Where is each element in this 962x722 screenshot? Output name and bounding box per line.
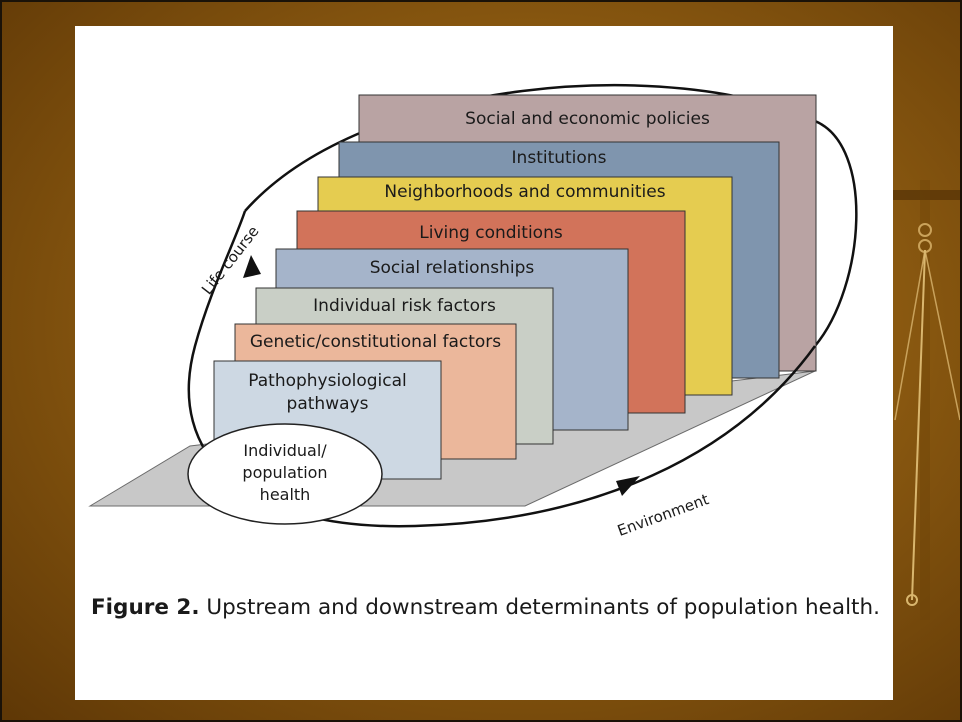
- figure-caption: Figure 2. Upstream and downstream determ…: [91, 593, 881, 623]
- environment-arrowhead: [616, 476, 640, 496]
- layer-label-neighborhoods: Neighborhoods and communities: [384, 182, 666, 202]
- scales-of-justice-icon: [890, 180, 962, 620]
- life-course-arrowhead: [243, 255, 261, 278]
- layer-label-institutions: Institutions: [511, 148, 607, 168]
- layer-label-pathophysiological-line1: Pathophysiological: [248, 371, 407, 391]
- layer-label-pathophysiological-line2: pathways: [286, 394, 369, 414]
- oval-label-line2: population: [242, 463, 328, 482]
- figure-caption-number: Figure 2.: [91, 595, 200, 620]
- layer-label-living-conditions: Living conditions: [419, 223, 563, 243]
- individual-health-oval: [187, 423, 383, 525]
- oval-label-line1: Individual/: [243, 441, 327, 460]
- layer-label-individual-risk: Individual risk factors: [313, 296, 496, 316]
- layer-label-social-economic-policies: Social and economic policies: [465, 109, 710, 129]
- oval-label-line3: health: [259, 485, 311, 504]
- figure-caption-text: Upstream and downstream determinants of …: [199, 595, 880, 620]
- determinants-diagram: [88, 84, 858, 528]
- layer-label-genetic: Genetic/constitutional factors: [249, 332, 502, 352]
- slide-content: Social and economic policies Institution…: [75, 26, 893, 700]
- layer-label-social-relationships: Social relationships: [369, 258, 535, 278]
